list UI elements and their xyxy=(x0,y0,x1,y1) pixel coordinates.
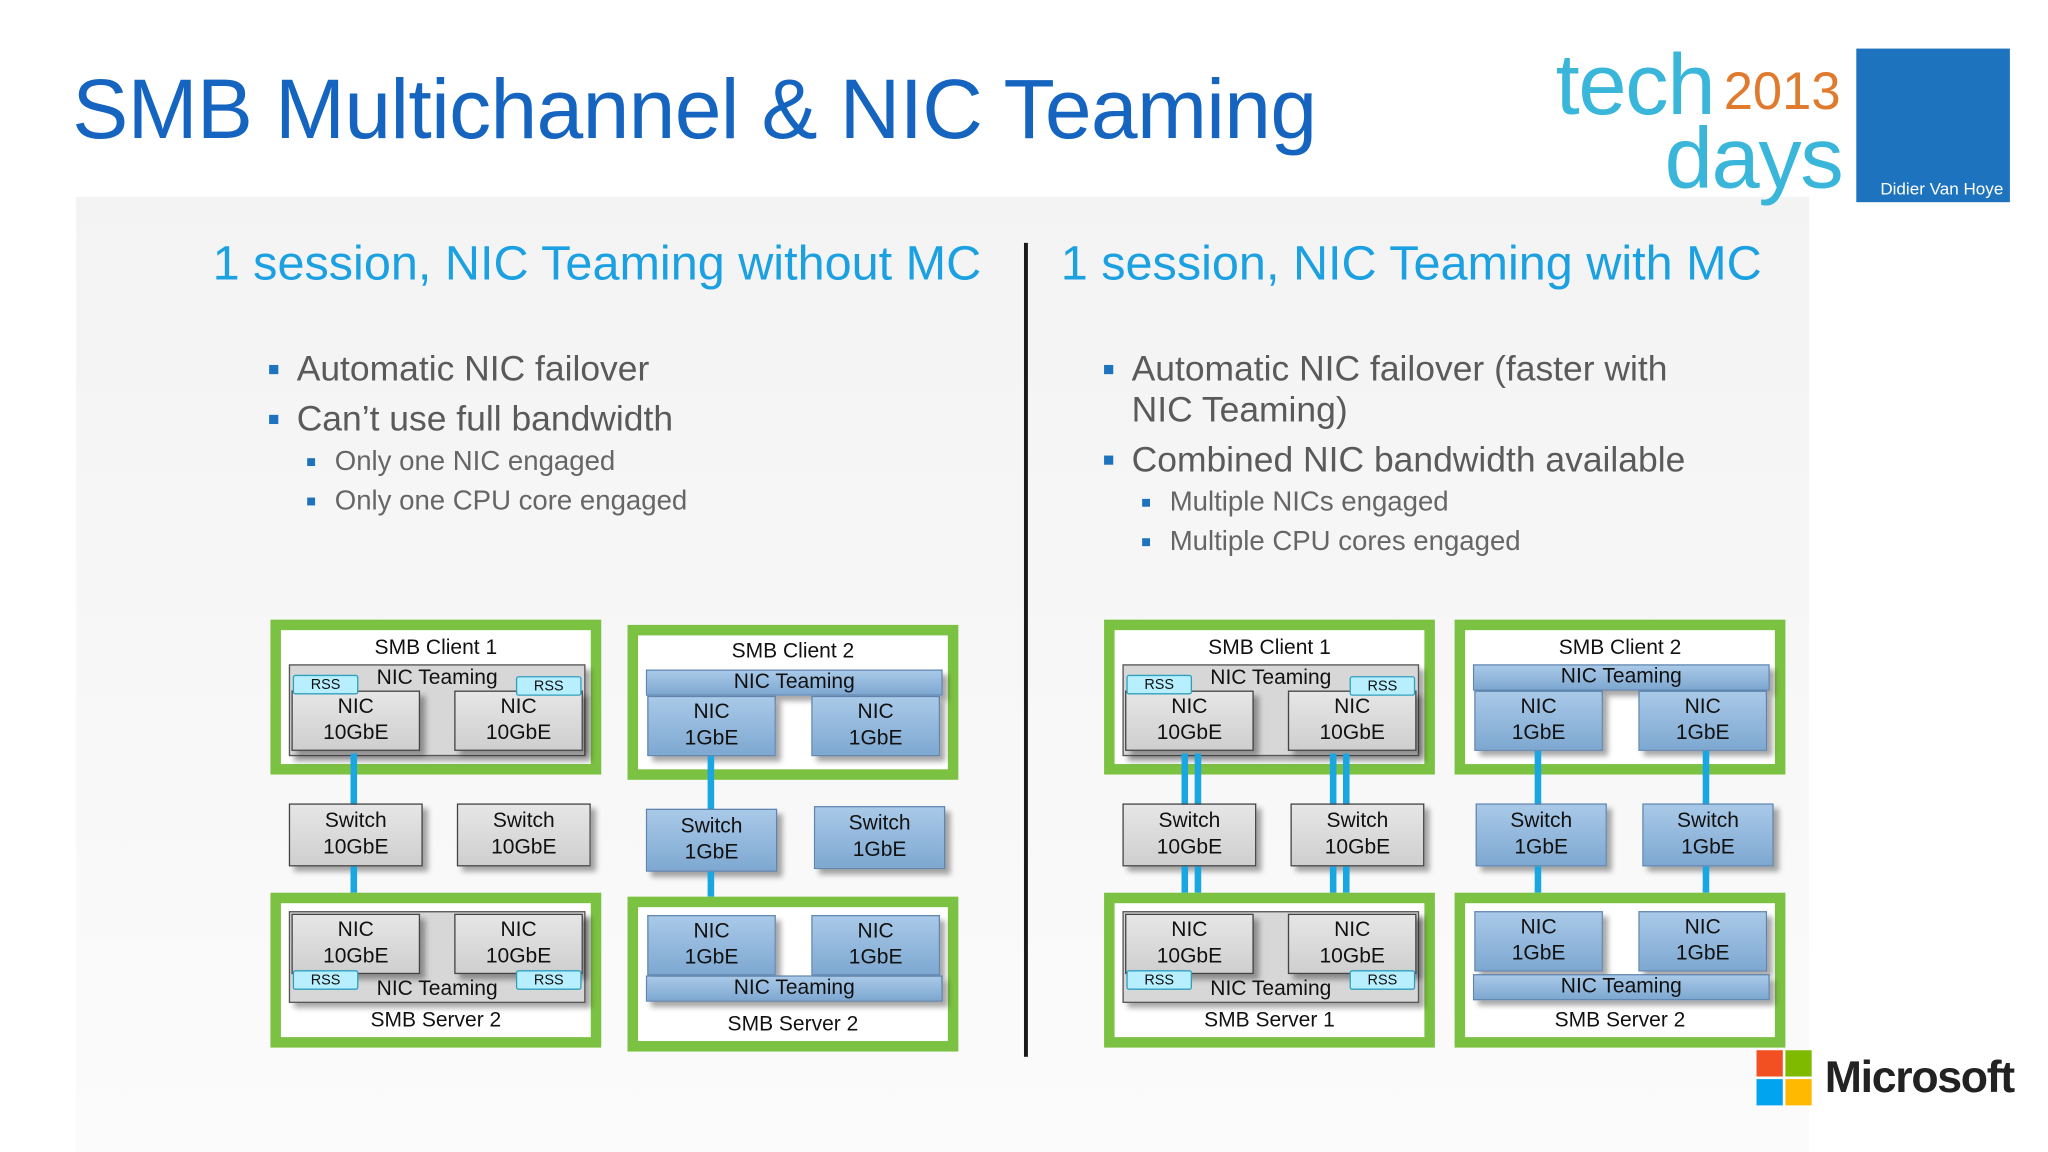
rss-badge: RSS xyxy=(1349,676,1416,696)
link-client-switch-a1 xyxy=(1181,753,1189,807)
left-bullet-1: Automatic NIC failover xyxy=(269,349,650,389)
presenter-name: Didier Van Hoye xyxy=(1880,178,2004,199)
server-2b-teaming-bar: NIC Teaming xyxy=(645,975,943,1002)
link-client-switch-b2 xyxy=(1342,753,1350,807)
smb-server-1-label: SMB Server 1 xyxy=(1204,1009,1335,1032)
presenter-box: Didier Van Hoye xyxy=(1856,48,2010,203)
link-switch-server-c xyxy=(1534,866,1542,914)
rss-badge: RSS xyxy=(1349,970,1416,990)
right-sub-bullet-2: Multiple CPU cores engaged xyxy=(1142,526,1521,557)
logo-square-blue xyxy=(1756,1079,1783,1106)
logo-square-yellow xyxy=(1785,1079,1812,1106)
link-client-switch xyxy=(707,756,715,812)
smb-server-2b-label: SMB Server 2 xyxy=(727,1013,859,1036)
logo-days: days xyxy=(1664,108,1844,207)
smb-client-2-mc-label: SMB Client 2 xyxy=(1558,636,1682,660)
link-client-switch-d xyxy=(1702,750,1710,807)
left-sub-bullet-2: Only one CPU core engaged xyxy=(307,485,688,516)
link-switch-server-d xyxy=(1702,866,1710,914)
link-client-switch-b1 xyxy=(1329,753,1337,807)
rss-badge: RSS xyxy=(1126,970,1193,990)
smb-server-2-label: SMB Server 2 xyxy=(370,1009,502,1032)
rss-badge: RSS xyxy=(1126,674,1193,695)
right-sub-bullet-1: Multiple NICs engaged xyxy=(1142,487,1449,518)
logo-tech: tech xyxy=(1555,35,1716,133)
column-divider xyxy=(1023,242,1028,1057)
server-2-teaming-label: NIC Teaming xyxy=(376,978,498,1001)
client-1-teaming-label: NIC Teaming xyxy=(376,666,498,690)
link-switch-server xyxy=(350,866,358,914)
right-bullet-2: Combined NIC bandwidth available xyxy=(1104,439,1686,480)
smb-client-1-label: SMB Client 1 xyxy=(374,636,498,660)
microsoft-logo-icon xyxy=(1756,1050,1812,1106)
logo-square-red xyxy=(1756,1050,1783,1077)
server-2-mc-teaming-bar: NIC Teaming xyxy=(1472,974,1770,1001)
rss-badge: RSS xyxy=(292,674,359,695)
right-bullet-1: Automatic NIC failover (faster with xyxy=(1104,349,1668,389)
link-client-switch-c xyxy=(1534,750,1542,807)
client-2-teaming-bar: NIC Teaming xyxy=(645,669,943,696)
link-switch-server-b1 xyxy=(1329,866,1337,914)
slide-title: SMB Multichannel & NIC Teaming xyxy=(72,61,1317,157)
link-client-switch-a2 xyxy=(1194,753,1202,807)
smb-server-2-mc-label: SMB Server 2 xyxy=(1554,1009,1686,1032)
client-2-mc-teaming-bar: NIC Teaming xyxy=(1472,664,1770,691)
left-bullet-2: Can’t use full bandwidth xyxy=(269,399,674,439)
left-sub-bullet-1: Only one NIC engaged xyxy=(307,446,616,477)
logo-year: 2013 xyxy=(1723,63,1841,121)
link-switch-server-a1 xyxy=(1181,866,1189,914)
link-client-switch xyxy=(350,753,358,807)
rss-badge: RSS xyxy=(292,970,359,990)
right-bullet-1-continued: NIC Teaming) xyxy=(1131,389,1348,430)
rss-badge: RSS xyxy=(515,676,582,696)
link-switch-server xyxy=(707,871,715,919)
client-1-mc-teaming-label: NIC Teaming xyxy=(1210,666,1332,690)
rss-badge: RSS xyxy=(515,970,582,990)
server-1-teaming-label: NIC Teaming xyxy=(1210,978,1332,1001)
logo-square-green xyxy=(1785,1050,1812,1077)
smb-client-2-label: SMB Client 2 xyxy=(731,640,855,663)
link-switch-server-b2 xyxy=(1342,866,1350,914)
left-heading: 1 session, NIC Teaming without MC xyxy=(212,236,982,291)
microsoft-wordmark: Microsoft xyxy=(1824,1052,2015,1103)
smb-client-1-mc-label: SMB Client 1 xyxy=(1208,636,1331,660)
right-heading: 1 session, NIC Teaming with MC xyxy=(1060,236,1762,291)
link-switch-server-a2 xyxy=(1194,866,1202,914)
